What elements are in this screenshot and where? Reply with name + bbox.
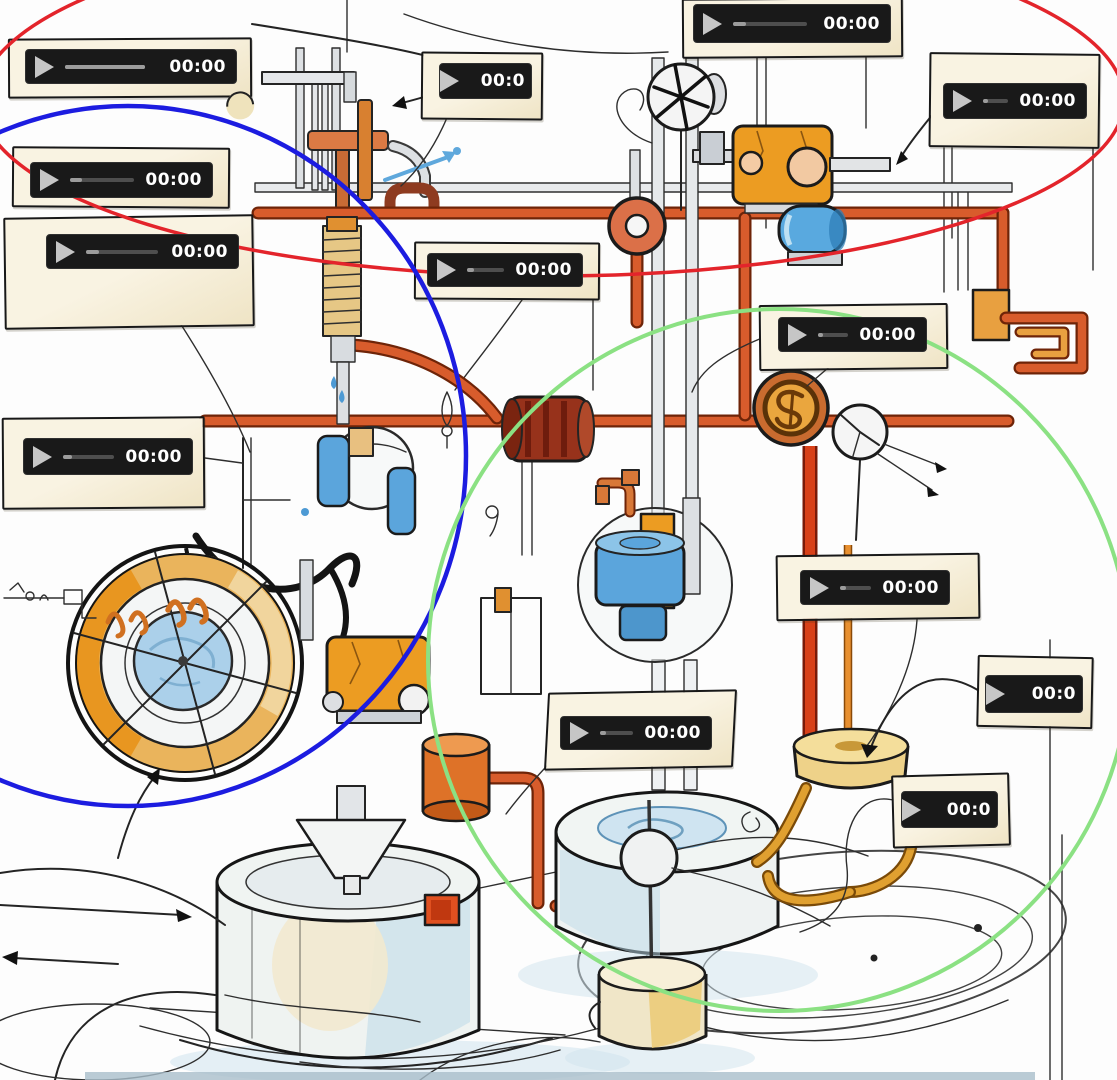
audio-player-3[interactable]: 00:00: [46, 234, 239, 269]
play-icon[interactable]: [986, 683, 1005, 705]
play-icon[interactable]: [810, 576, 829, 599]
progress-played: [818, 332, 824, 337]
time-display: 00:00: [145, 170, 202, 190]
play-icon[interactable]: [440, 70, 459, 92]
progress-bar[interactable]: [63, 454, 115, 459]
funnel: [295, 818, 407, 880]
audio-player-12[interactable]: 00:0: [901, 791, 998, 828]
audio-player-2[interactable]: 00:00: [30, 162, 213, 198]
audio-player-7[interactable]: 00:00: [427, 253, 583, 287]
progress-played: [840, 585, 846, 590]
progress-played: [983, 99, 988, 103]
audio-player-11[interactable]: 00:0: [985, 675, 1083, 713]
progress-played: [733, 21, 747, 26]
progress-bar[interactable]: [86, 249, 159, 254]
time-display: 00:00: [1019, 91, 1076, 111]
progress-bar[interactable]: [70, 178, 135, 182]
audio-player-5[interactable]: 00:00: [693, 4, 891, 43]
progress-played: [467, 268, 474, 272]
audio-player-13[interactable]: 00:00: [560, 716, 712, 750]
audio-player-9[interactable]: 00:00: [778, 317, 927, 352]
time-display: 00:00: [823, 13, 880, 34]
play-icon[interactable]: [953, 90, 972, 112]
time-display: 00:00: [125, 446, 182, 467]
progress-played: [86, 249, 99, 254]
play-icon[interactable]: [56, 240, 75, 263]
time-display: 00:00: [515, 260, 572, 280]
progress-played: [63, 454, 73, 459]
play-icon[interactable]: [788, 323, 807, 346]
play-icon[interactable]: [437, 259, 456, 281]
time-display: 00:00: [169, 56, 226, 77]
audio-player-10[interactable]: 00:00: [800, 570, 950, 605]
time-display: 00:0: [946, 799, 991, 820]
play-icon[interactable]: [40, 169, 59, 191]
play-icon[interactable]: [703, 12, 722, 35]
time-display: 00:00: [882, 577, 939, 598]
time-display: 00:0: [1031, 684, 1076, 704]
progress-bar[interactable]: [65, 64, 146, 69]
progress-bar[interactable]: [467, 268, 505, 272]
progress-bar[interactable]: [600, 731, 634, 735]
play-icon[interactable]: [35, 55, 54, 78]
left-drum: [139, 785, 630, 1080]
time-display: 00:00: [644, 723, 701, 743]
audio-player-6[interactable]: 00:00: [943, 83, 1087, 119]
audio-player-1[interactable]: 00:00: [25, 49, 237, 84]
play-icon[interactable]: [902, 798, 921, 821]
play-icon[interactable]: [33, 445, 52, 468]
progress-bar[interactable]: [983, 99, 1009, 103]
progress-played: [65, 64, 146, 69]
time-display: 00:0: [480, 71, 525, 91]
time-display: 00:00: [859, 324, 916, 345]
progress-played: [70, 178, 82, 182]
audio-player-8[interactable]: 00:00: [23, 438, 193, 475]
play-icon[interactable]: [570, 722, 589, 744]
progress-bar[interactable]: [840, 585, 872, 590]
time-display: 00:00: [171, 241, 228, 262]
progress-played: [600, 731, 606, 735]
progress-bar[interactable]: [818, 332, 849, 337]
audio-player-4[interactable]: 00:0: [439, 63, 532, 99]
progress-bar[interactable]: [733, 21, 808, 26]
